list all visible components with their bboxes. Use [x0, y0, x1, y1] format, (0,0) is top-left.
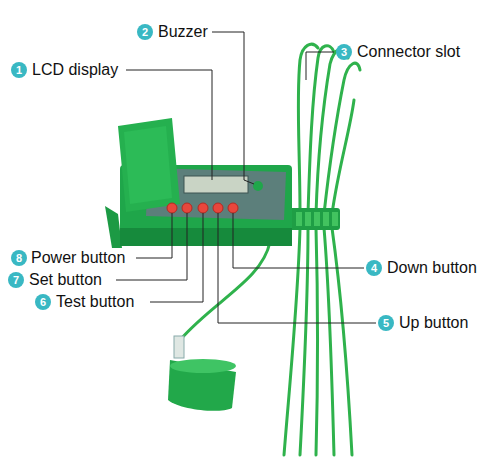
- leader-lines: [116, 213, 187, 280]
- controller-body: [105, 118, 292, 248]
- leader-lines: [212, 32, 254, 184]
- part-label: Connector slot: [357, 43, 460, 61]
- controller-body: [118, 118, 180, 212]
- controller-body: [253, 181, 263, 191]
- controller-body: [184, 176, 248, 193]
- callout-number: 5: [378, 315, 394, 331]
- tubes: [324, 63, 360, 214]
- buttons: [213, 203, 223, 213]
- callout-number: 7: [8, 272, 24, 288]
- buttons: [228, 203, 238, 213]
- manifold: [314, 212, 320, 226]
- callout-number: 1: [11, 62, 27, 78]
- tubes: [284, 228, 300, 455]
- buttons: [167, 203, 177, 213]
- callout-number: 4: [366, 260, 382, 276]
- leader-lines: [218, 213, 376, 323]
- callout-number: 8: [11, 250, 27, 266]
- buttons: [167, 203, 238, 213]
- leader-lines: [233, 213, 364, 268]
- part-label: Set button: [29, 271, 102, 289]
- part-label: Test button: [56, 293, 134, 311]
- tubes: [180, 242, 270, 340]
- tubes: [332, 228, 352, 455]
- callout-number: 2: [137, 24, 153, 40]
- water-filter: [168, 336, 236, 411]
- manifold: [332, 212, 338, 226]
- manifold: [286, 208, 340, 230]
- leader-lines: [126, 70, 212, 180]
- tubes: [324, 228, 334, 455]
- controller-body: [105, 206, 122, 248]
- part-label: Down button: [387, 259, 477, 277]
- tubes: [332, 100, 354, 214]
- manifold: [286, 208, 340, 230]
- manifold: [305, 212, 311, 226]
- buttons: [182, 203, 192, 213]
- water-filter: [168, 360, 236, 411]
- leader-lines: [306, 52, 334, 80]
- leader-lines: [116, 32, 376, 323]
- part-label: LCD display: [32, 61, 118, 79]
- tubes: [316, 49, 348, 214]
- buttons: [198, 203, 208, 213]
- water-filter: [170, 359, 236, 373]
- part-label: Power button: [31, 249, 125, 267]
- part-label: Up button: [399, 314, 468, 332]
- callout-number: 6: [35, 294, 51, 310]
- callout-number: 3: [336, 44, 352, 60]
- controller-body: [124, 126, 172, 204]
- controller-body: [120, 228, 292, 246]
- leader-lines: [150, 213, 203, 302]
- manifold: [323, 212, 329, 226]
- water-filter: [174, 336, 184, 358]
- tubes: [316, 228, 318, 455]
- part-label: Buzzer: [158, 23, 208, 41]
- tubes: [300, 228, 308, 455]
- leader-lines: [136, 213, 172, 258]
- manifold: [296, 212, 302, 226]
